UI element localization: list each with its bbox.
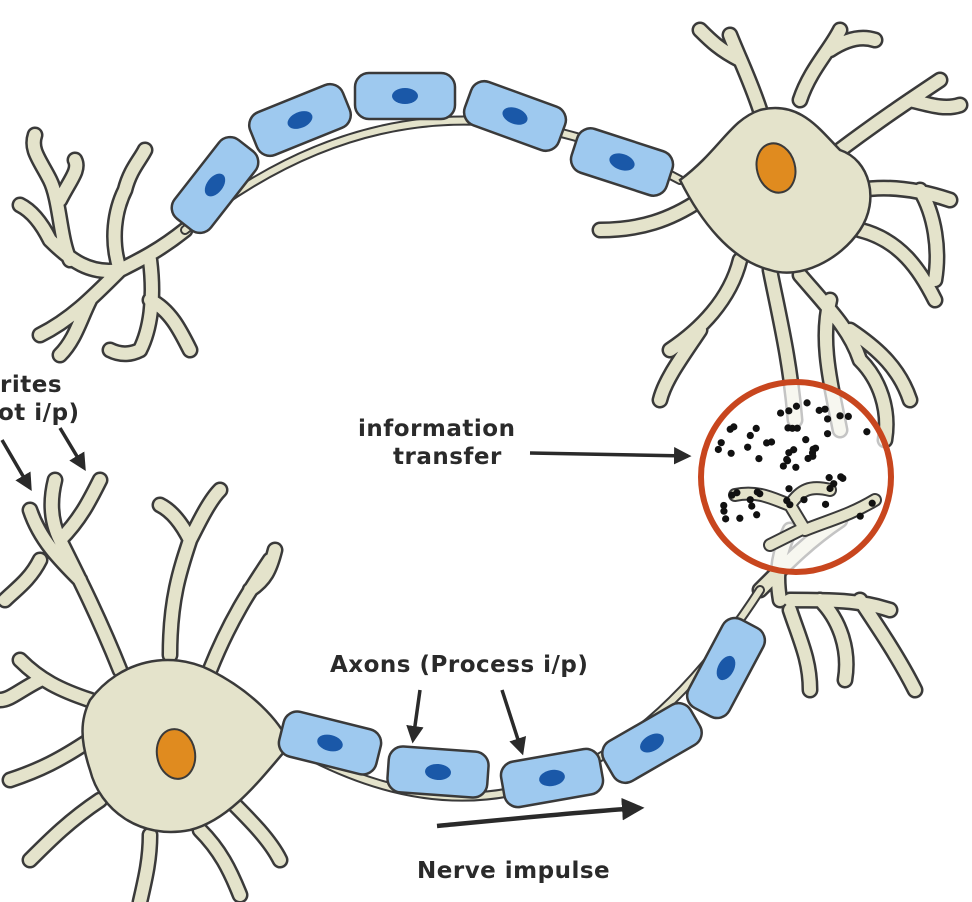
schwann-nucleus	[716, 655, 736, 681]
neurotransmitter-dot	[800, 496, 808, 504]
neurotransmitter-dot	[744, 443, 752, 451]
neurotransmitter-dot	[753, 488, 761, 496]
myelin-segment	[569, 127, 675, 197]
dendrite-branches	[14, 129, 196, 361]
neurotransmitter-dot	[792, 402, 801, 410]
arrow-dendrite-1	[0, 439, 32, 492]
arrow-axon-2	[500, 689, 527, 756]
neurotransmitter-dot	[836, 412, 844, 420]
label-transfer: transfer	[393, 444, 502, 470]
neurotransmitter-dot	[776, 409, 785, 417]
myelin-segment	[247, 82, 353, 158]
schwann-nucleus	[425, 763, 451, 781]
neurotransmitter-dot	[736, 514, 744, 522]
myelin-segment	[170, 135, 260, 235]
arrow-nerve-impulse	[436, 797, 645, 829]
neurotransmitter-dot	[803, 399, 811, 407]
neurotransmitter-dot	[785, 407, 793, 415]
neurotransmitter-dot	[728, 491, 736, 499]
soma-bottom-left	[81, 658, 292, 834]
label-nerve-impulse: Nerve impulse	[417, 858, 610, 884]
label-dendrites-line1: rites	[0, 372, 62, 398]
schwann-nucleus	[204, 173, 226, 197]
neurotransmitter-dot	[825, 474, 833, 482]
neurotransmitter-dot	[763, 439, 771, 447]
neurotransmitter-dot	[720, 507, 728, 515]
neurotransmitter-dot	[821, 500, 830, 508]
synapse-circle	[698, 379, 894, 575]
neurotransmitter-dot	[714, 445, 722, 454]
neurotransmitter-dot	[802, 436, 810, 444]
neurotransmitter-dot	[717, 439, 725, 447]
neurotransmitter-dot	[788, 424, 796, 432]
neurotransmitter-dot	[821, 405, 829, 413]
neurotransmitter-dot	[720, 501, 728, 510]
synapse-zoom	[698, 379, 894, 575]
soma-top-right	[678, 106, 872, 274]
myelin-segment	[353, 71, 457, 121]
neurotransmitter-dot	[752, 424, 760, 433]
myelin-segment	[462, 79, 568, 153]
arrow-axon-1	[406, 689, 424, 744]
neurotransmitter-dot	[792, 463, 800, 471]
neurotransmitter-dot	[730, 423, 738, 431]
neurotransmitter-dot	[746, 431, 754, 440]
neurotransmitter-dot	[823, 430, 832, 438]
neurotransmitter-dot	[779, 462, 787, 470]
neurotransmitter-dot	[863, 428, 871, 436]
label-axons: Axons (Process i/p)	[330, 652, 588, 678]
neurotransmitter-dot	[837, 473, 845, 481]
schwann-nucleus	[640, 733, 664, 753]
schwann-nucleus	[502, 107, 528, 125]
neurotransmitter-dot	[868, 499, 876, 507]
neurotransmitter-dot	[785, 485, 793, 493]
neurotransmitter-dot	[746, 496, 754, 504]
neurotransmitter-dot	[786, 501, 794, 509]
label-information: information	[358, 416, 515, 442]
nucleus-top-right	[755, 142, 797, 194]
arrow-information-transfer	[529, 446, 692, 465]
neurotransmitter-dot	[809, 452, 817, 460]
neurotransmitter-dot	[727, 449, 735, 457]
neurotransmitter-dot	[722, 515, 730, 523]
neurotransmitter-dot	[783, 455, 791, 464]
neurotransmitter-dot	[856, 512, 864, 520]
neurotransmitter-dot	[815, 406, 823, 414]
myelin-segment	[601, 701, 703, 785]
neurotransmitter-dot	[823, 415, 832, 423]
schwann-nucleus	[539, 769, 565, 787]
schwann-nucleus	[392, 88, 418, 104]
schwann-nucleus	[287, 111, 313, 129]
neurotransmitter-dots	[714, 399, 876, 523]
neurotransmitter-dot	[753, 511, 761, 519]
myelin-segment	[277, 710, 383, 776]
myelin-segment	[386, 745, 490, 799]
neurotransmitter-dot	[844, 412, 852, 420]
dendrite-branches	[594, 24, 966, 446]
schwann-nucleus	[317, 734, 343, 752]
neurotransmitter-dot	[755, 454, 763, 463]
neurotransmitter-dot	[748, 502, 756, 510]
schwann-nucleus	[609, 153, 635, 171]
neurotransmitter-dot	[830, 480, 838, 488]
arrow-dendrite-2	[58, 427, 86, 472]
neurotransmitter-dot	[790, 446, 798, 454]
myelin-sheath-chain	[170, 71, 767, 809]
dendrite-branches	[0, 474, 286, 902]
nucleus-bottom-left	[155, 728, 197, 780]
label-dendrites-line2: ot i/p)	[0, 400, 80, 426]
myelin-segment	[685, 616, 767, 720]
myelin-segment	[499, 747, 605, 809]
